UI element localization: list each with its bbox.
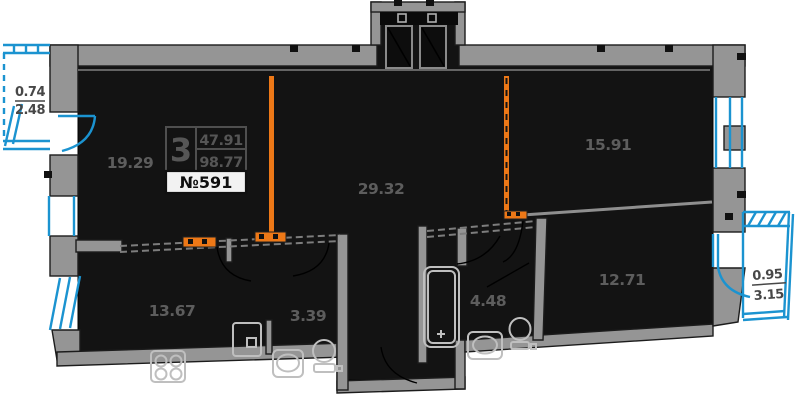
door-arc-hall-niche bbox=[380, 346, 418, 384]
balcony-right-label: 0.95 3.15 bbox=[752, 267, 787, 304]
hallway-area-label: 29.32 bbox=[358, 180, 405, 198]
stove-icon bbox=[150, 350, 186, 383]
unit-info-box: 3 47.91 98.77 №591 bbox=[164, 126, 248, 195]
kitchen-area-label: 13.67 bbox=[149, 302, 196, 320]
room-1-area-label: 19.29 bbox=[107, 154, 154, 172]
bath-toilet-icon bbox=[508, 317, 537, 350]
entrance bbox=[370, 0, 466, 69]
door-threshold-kitchen bbox=[182, 236, 217, 248]
living-area: 47.91 bbox=[199, 133, 243, 149]
fixtures bbox=[150, 266, 537, 383]
bathtub-icon bbox=[423, 266, 460, 348]
rooms-count: 3 bbox=[170, 131, 192, 169]
door-arc-bathroom bbox=[456, 235, 501, 265]
bath-sink-icon bbox=[467, 331, 503, 360]
wc-area-label: 3.39 bbox=[290, 307, 326, 325]
balcony-door-arc bbox=[61, 115, 97, 153]
balcony-right-reduced-area: 0.95 bbox=[752, 267, 784, 284]
total-area: 98.77 bbox=[199, 155, 242, 171]
doorbell-icon bbox=[427, 13, 437, 23]
door-threshold-wc bbox=[254, 231, 287, 243]
balcony-left-reduced-area: 0.74 bbox=[15, 85, 46, 100]
door-arc-wc bbox=[292, 242, 330, 277]
bathroom-area-label: 4.48 bbox=[470, 292, 506, 310]
interior-walls bbox=[75, 200, 713, 391]
room-2-area-label: 15.91 bbox=[585, 136, 632, 154]
balcony-left: 0.74 2.48 bbox=[2, 43, 97, 153]
door-arcs bbox=[216, 220, 530, 384]
balcony-right: 0.95 3.15 bbox=[711, 210, 795, 322]
balcony-left-full-area: 2.48 bbox=[15, 103, 46, 118]
balcony-door-arc bbox=[716, 266, 751, 299]
door-arc-room3 bbox=[502, 220, 524, 263]
room-3-area-label: 12.71 bbox=[599, 271, 646, 289]
sliding-partition-room1 bbox=[269, 76, 274, 237]
windows bbox=[47, 97, 744, 331]
balcony-right-full-area: 3.15 bbox=[753, 287, 785, 304]
door-arc-kitchen bbox=[216, 246, 252, 282]
sliding-partition-room2 bbox=[504, 76, 509, 214]
wc-toilet-icon bbox=[312, 339, 343, 373]
orange-partitions bbox=[182, 76, 528, 248]
unit-number: №591 bbox=[180, 173, 233, 192]
partition-room2-room3 bbox=[507, 200, 713, 218]
unit-number-plate bbox=[164, 169, 248, 195]
dashed-partitions bbox=[119, 220, 537, 253]
balcony-left-label: 0.74 2.48 bbox=[15, 85, 46, 118]
doorbell-icon bbox=[397, 13, 407, 23]
kitchen-sink-icon bbox=[232, 322, 262, 357]
room-labels: 19.29 29.32 15.91 13.67 3.39 4.48 12.71 bbox=[107, 136, 646, 325]
wall-notches bbox=[44, 45, 746, 220]
wc-sink-icon bbox=[272, 349, 304, 378]
